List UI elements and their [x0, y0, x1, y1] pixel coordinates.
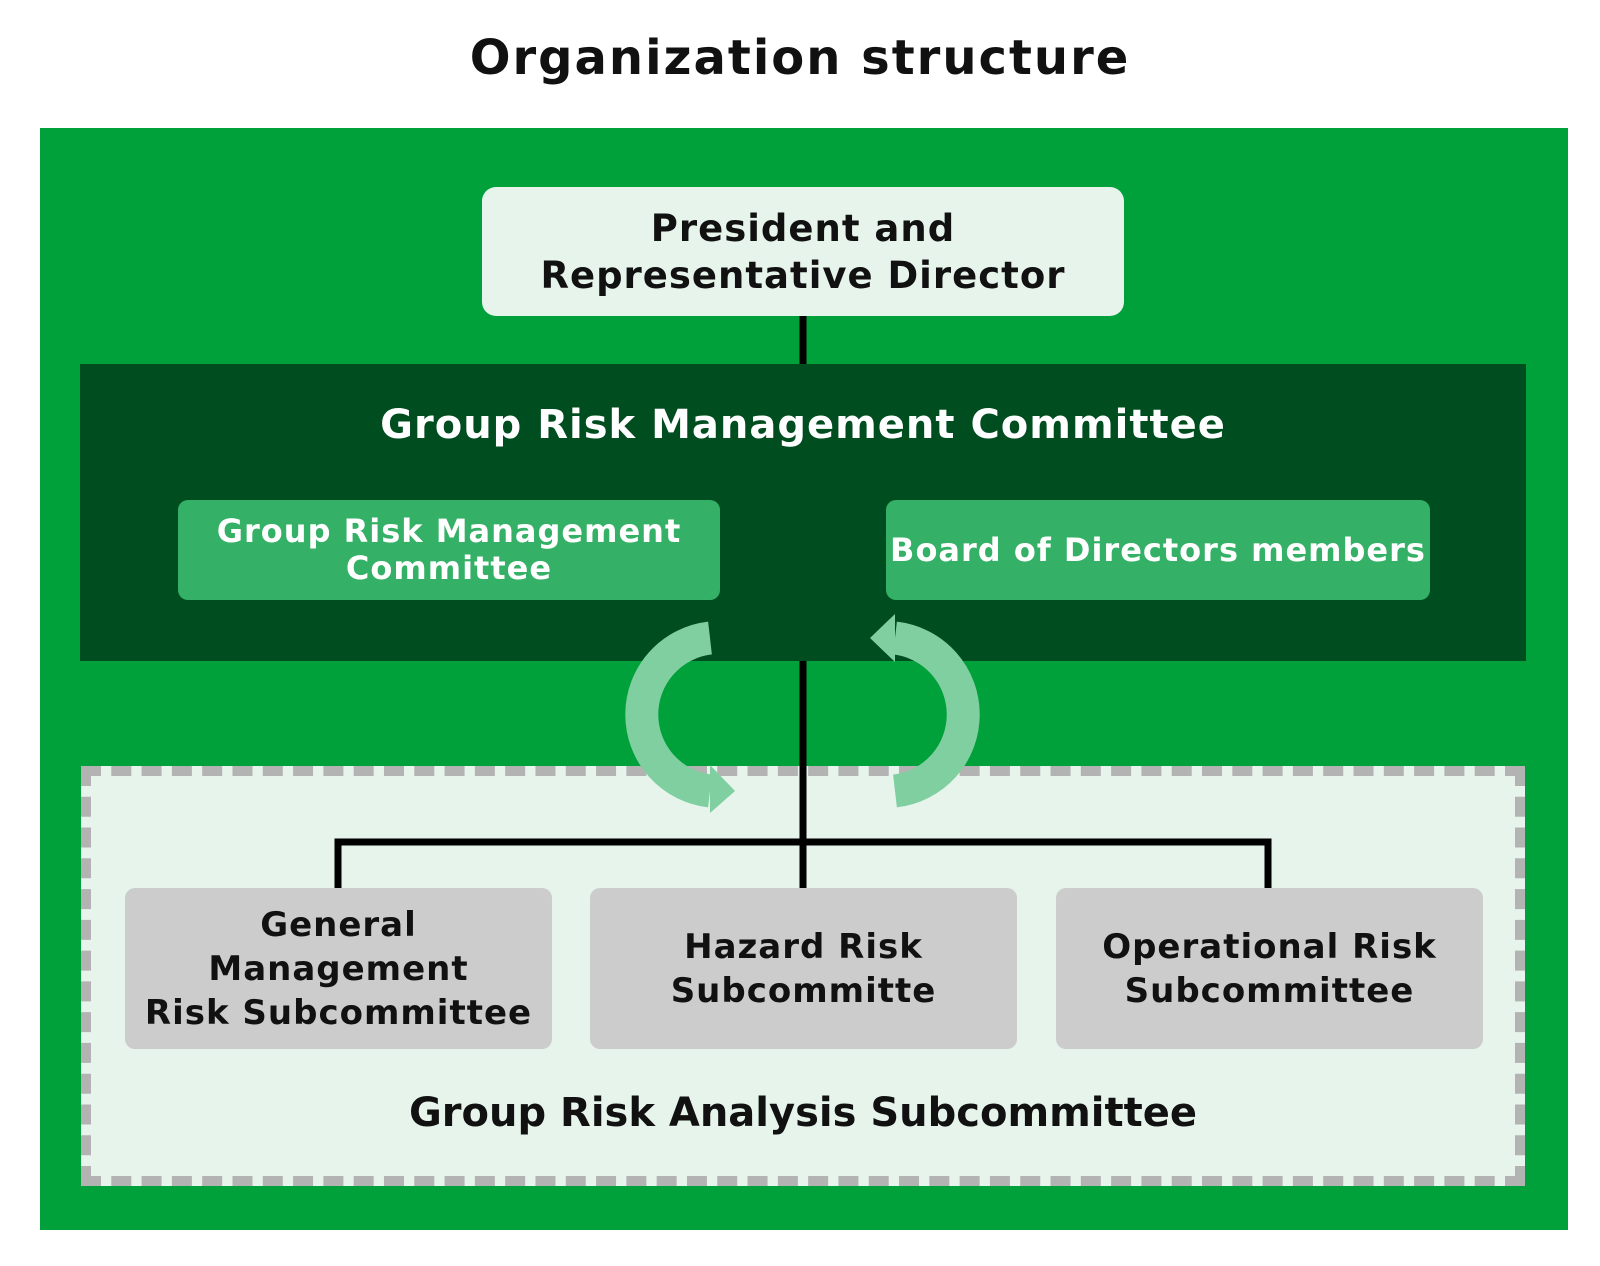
- board-members-label: Board of Directors members: [890, 530, 1426, 569]
- operational-risk-label: Operational Risk Subcommittee: [1102, 926, 1437, 1011]
- committee-member-box: Group Risk Management Committee: [178, 500, 720, 600]
- board-members-box: Board of Directors members: [886, 500, 1430, 600]
- committee-title: Group Risk Management Committee: [380, 402, 1226, 448]
- general-management-risk-box: General Management Risk Subcommittee: [125, 888, 552, 1049]
- hazard-risk-label: Hazard Risk Subcommitte: [670, 926, 937, 1011]
- hazard-risk-box: Hazard Risk Subcommitte: [590, 888, 1017, 1049]
- diagram-title: Organization structure: [469, 30, 1131, 86]
- analysis-title: Group Risk Analysis Subcommittee: [408, 1090, 1198, 1136]
- president-box: President and Representative Director: [482, 187, 1124, 316]
- general-management-risk-label: General Management Risk Subcommittee: [144, 904, 533, 1033]
- committee-member-label: Group Risk Management Committee: [216, 512, 682, 587]
- operational-risk-box: Operational Risk Subcommittee: [1056, 888, 1483, 1049]
- president-label: President and Representative Director: [540, 206, 1066, 297]
